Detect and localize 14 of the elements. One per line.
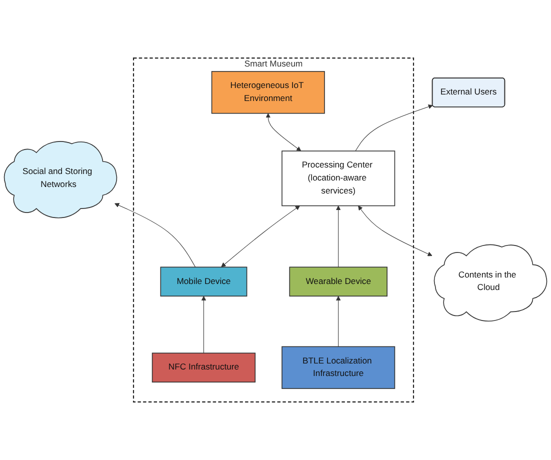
arrow	[336, 206, 341, 268]
arrow	[266, 113, 302, 152]
arrow	[358, 206, 432, 256]
node-box: Heterogeneous IoT Environment	[211, 71, 325, 114]
node-box: Processing Center (location-aware services)	[282, 150, 396, 206]
arrow	[336, 296, 341, 347]
node-box: BTLE Localization Infrastructure	[282, 346, 396, 389]
arrow	[114, 203, 196, 268]
node-box: Mobile Device	[160, 266, 248, 297]
node-box: Wearable Device	[289, 266, 388, 297]
arrow	[201, 296, 206, 354]
arrow	[221, 206, 300, 268]
arrow	[355, 104, 433, 152]
node-box: NFC Infrastructure	[152, 352, 256, 382]
